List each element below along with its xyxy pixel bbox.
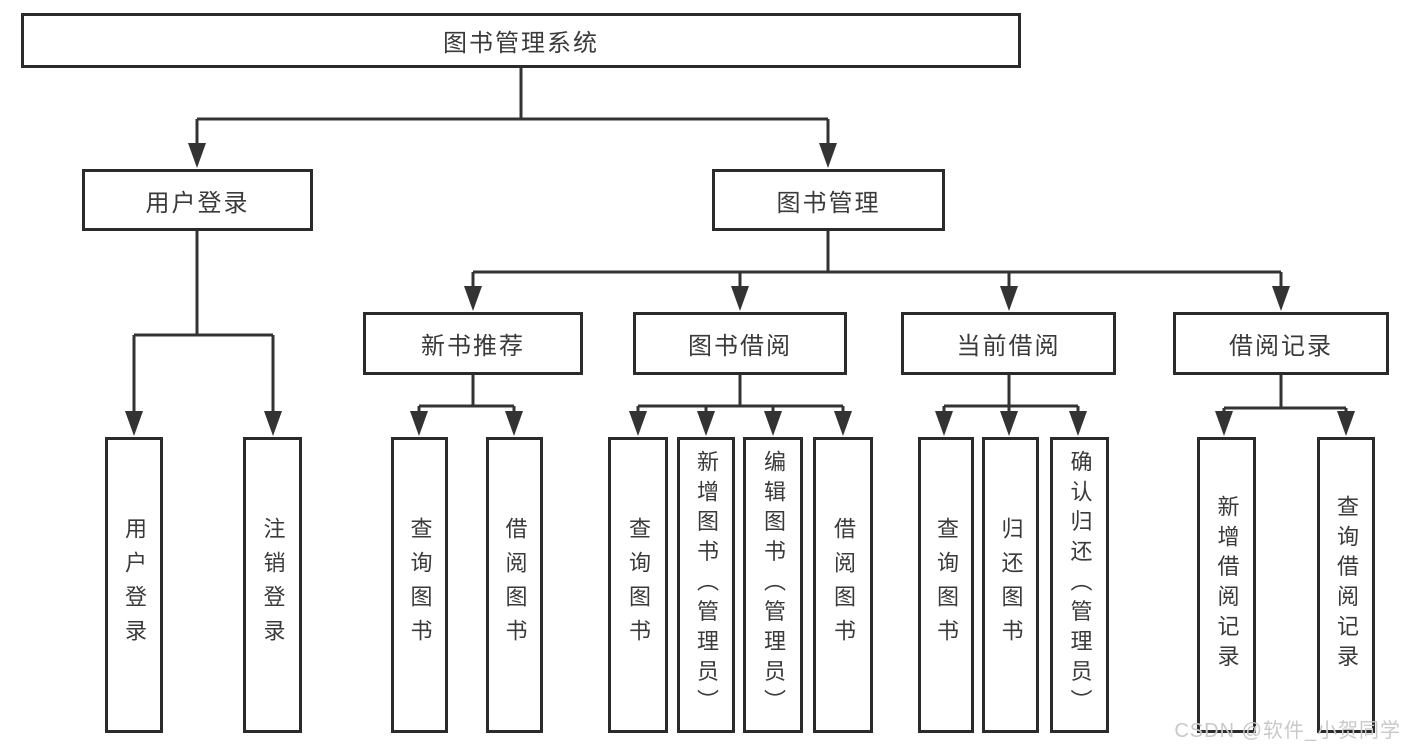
leaf-add-borrow-record: 新增借阅记录 xyxy=(1197,437,1256,733)
leaf-add-book-admin: 新增图书（管理员） xyxy=(677,437,735,733)
node-library-system: 图书管理系统 xyxy=(21,13,1021,68)
leaf-query-books-borrow: 查询图书 xyxy=(608,437,668,733)
node-current-borrow: 当前借阅 xyxy=(901,312,1116,375)
node-book-management: 图书管理 xyxy=(712,169,945,231)
leaf-user-login: 用户登录 xyxy=(105,437,163,733)
leaf-query-borrow-record: 查询借阅记录 xyxy=(1317,437,1375,733)
leaf-return-book: 归还图书 xyxy=(982,437,1039,733)
node-new-book-recommend: 新书推荐 xyxy=(363,312,583,375)
node-book-borrow: 图书借阅 xyxy=(633,312,847,375)
leaf-borrow-books-recommend: 借阅图书 xyxy=(486,437,543,733)
csdn-watermark: CSDN @软件_小贺同学 xyxy=(1174,720,1401,742)
leaf-confirm-return-admin: 确认归还（管理员） xyxy=(1050,437,1109,733)
node-user-login: 用户登录 xyxy=(82,169,313,231)
leaf-query-books-recommend: 查询图书 xyxy=(391,437,448,733)
leaf-logout: 注销登录 xyxy=(243,437,302,733)
leaf-borrow-books-borrow: 借阅图书 xyxy=(813,437,873,733)
leaf-query-books-current: 查询图书 xyxy=(918,437,974,733)
node-borrow-records: 借阅记录 xyxy=(1173,312,1389,375)
leaf-edit-book-admin: 编辑图书（管理员） xyxy=(743,437,803,733)
